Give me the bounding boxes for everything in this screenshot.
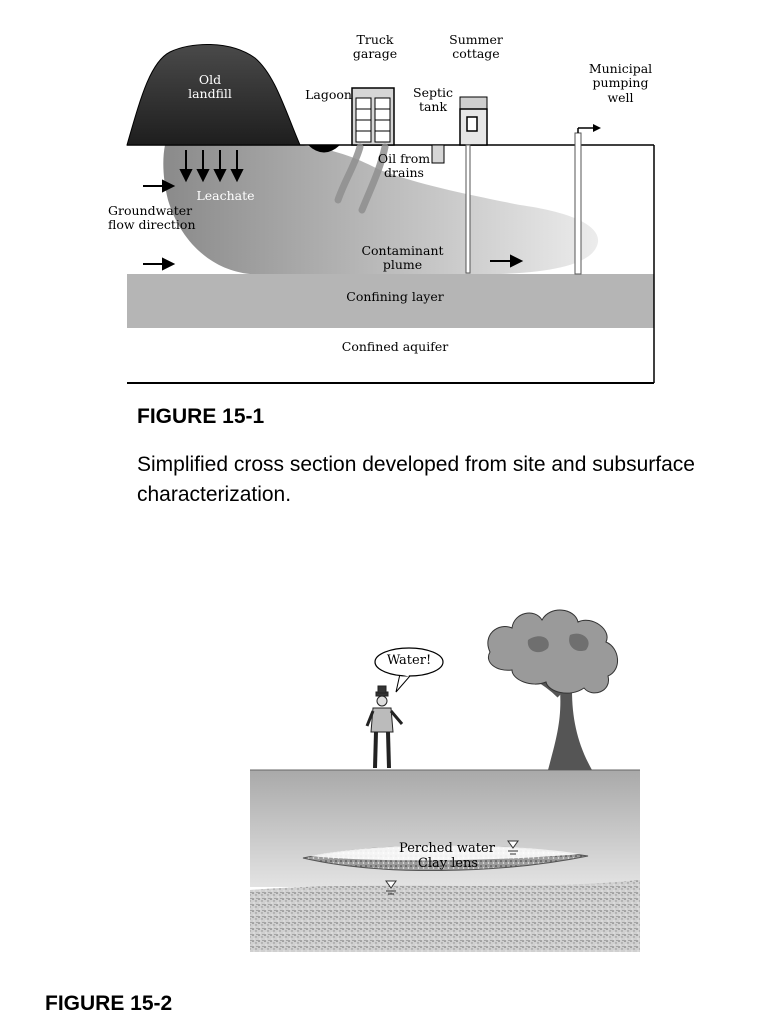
label-confined-aquifer: Confined aquifer: [341, 339, 449, 354]
label-groundwater-flow: Groundwater flow direction: [108, 203, 196, 233]
label-oil-from-drains: Oil from drains: [377, 151, 431, 181]
label-septic-tank: Septic tank: [413, 85, 453, 115]
leachate-arrows: [179, 150, 244, 183]
figure-15-2: Water! Perched water Clay lens FIGURE 15…: [0, 580, 768, 1024]
summer-cottage-building: [459, 96, 488, 146]
lagoon-shape: [308, 145, 340, 153]
contaminant-plume-shape: [163, 145, 599, 274]
landfill-mound: [126, 44, 301, 146]
figure-1-title: FIGURE 15-1: [137, 405, 265, 428]
tree: [487, 609, 618, 770]
label-lagoon: Lagoon: [305, 87, 352, 102]
cottage-well-pipe: [465, 144, 471, 274]
water-table-symbols: [385, 840, 519, 895]
man-figure: [365, 685, 404, 769]
confining-layer-band: [127, 274, 654, 328]
truck-garage-building: [351, 87, 395, 146]
oil-drain-streaks: [334, 143, 389, 214]
tree-foliage: [487, 609, 618, 694]
perched-water-diagram: [250, 609, 640, 952]
groundwater-flow-arrows: [143, 179, 524, 271]
perched-water-shape: [310, 845, 580, 861]
label-municipal-well: Municipal pumping well: [588, 61, 653, 105]
label-summer-cottage: Summer cottage: [449, 32, 503, 62]
label-leachate: Leachate: [196, 188, 255, 203]
saturated-zone: [250, 880, 640, 952]
figure-15-1: Old landfill Truck garage Lagoon Septic …: [0, 0, 768, 506]
label-perched-water: Perched water: [399, 841, 495, 856]
label-confining-layer: Confining layer: [346, 289, 444, 304]
municipal-well: [574, 124, 601, 275]
cross-section-diagram: [126, 44, 655, 384]
speech-text: Water!: [386, 653, 432, 668]
speech-bubble: [374, 647, 444, 693]
label-truck-garage: Truck garage: [352, 32, 398, 62]
label-clay-lens: Clay lens: [417, 856, 479, 871]
label-old-landfill: Old landfill: [188, 72, 232, 102]
septic-tank-box: [431, 144, 445, 164]
figure-2-title: FIGURE 15-2: [45, 992, 173, 1015]
label-contaminant-plume: Contaminant plume: [361, 243, 444, 273]
figure-1-caption: Simplified cross section developed from …: [137, 453, 695, 507]
